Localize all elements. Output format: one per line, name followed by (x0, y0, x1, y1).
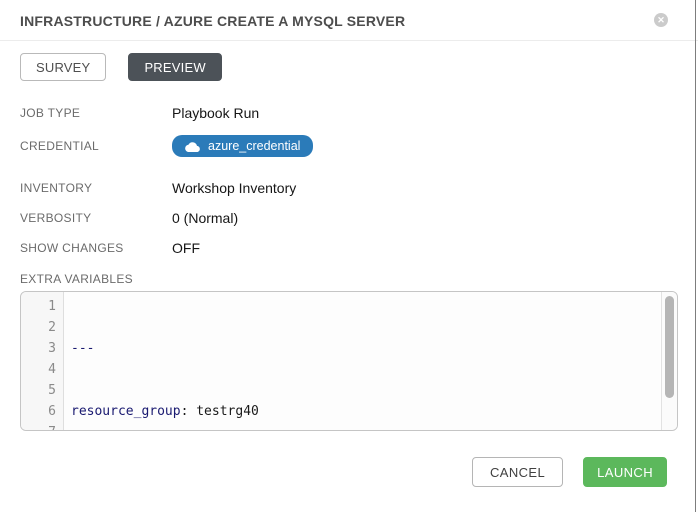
line-number: 7 (21, 422, 56, 430)
row-credential: CREDENTIAL azure_credential (20, 135, 678, 157)
extra-variables-label: EXTRA VARIABLES (20, 272, 133, 286)
window-right-border (695, 0, 696, 512)
row-job-type: JOB TYPE Playbook Run (20, 105, 678, 121)
job-type-label: JOB TYPE (20, 106, 81, 120)
credential-badge: azure_credential (172, 135, 314, 157)
line-number: 4 (48, 362, 56, 377)
line-number: 1 (48, 299, 56, 314)
dialog-footer: CANCEL LAUNCH (20, 457, 678, 487)
editor-scrollbar[interactable] (661, 292, 677, 430)
cloud-icon (185, 141, 200, 152)
job-details: JOB TYPE Playbook Run CREDENTIAL azure_c… (20, 105, 678, 256)
code-line: resource_group: testrg40 (71, 404, 259, 419)
extra-variables-editor[interactable]: 1 2 3 4 5 6 7 --- resource_group: testrg… (20, 291, 678, 431)
credential-label: CREDENTIAL (20, 139, 100, 153)
inventory-value: Workshop Inventory (172, 180, 297, 196)
tab-preview[interactable]: PREVIEW (128, 53, 222, 81)
job-type-value: Playbook Run (172, 105, 260, 121)
row-inventory: INVENTORY Workshop Inventory (20, 180, 678, 196)
row-verbosity: VERBOSITY 0 (Normal) (20, 210, 678, 226)
close-button[interactable]: ✕ (654, 13, 668, 27)
inventory-label: INVENTORY (20, 181, 93, 195)
row-show-changes: SHOW CHANGES OFF (20, 240, 678, 256)
editor-line-numbers: 1 2 3 4 5 6 7 (21, 292, 64, 430)
show-changes-label: SHOW CHANGES (20, 241, 124, 255)
tab-survey[interactable]: SURVEY (20, 53, 107, 81)
credential-badge-label: azure_credential (208, 139, 301, 153)
dialog-header: INFRASTRUCTURE / AZURE CREATE A MYSQL SE… (20, 0, 678, 30)
cancel-button[interactable]: CANCEL (472, 457, 564, 487)
line-number: 5 (48, 383, 56, 398)
editor-scrollbar-thumb[interactable] (665, 296, 674, 398)
show-changes-value: OFF (172, 240, 200, 256)
line-number: 2 (48, 320, 56, 335)
page-title: INFRASTRUCTURE / AZURE CREATE A MYSQL SE… (20, 13, 406, 29)
tab-bar: SURVEY PREVIEW (20, 53, 678, 81)
editor-code[interactable]: --- resource_group: testrg40 location: e… (64, 292, 677, 430)
code-line: --- (71, 341, 95, 356)
close-icon: ✕ (657, 15, 665, 25)
header-divider (0, 40, 698, 41)
verbosity-label: VERBOSITY (20, 211, 92, 225)
line-number: 6 (48, 404, 56, 419)
line-number: 3 (48, 341, 56, 356)
launch-button[interactable]: LAUNCH (583, 457, 667, 487)
verbosity-value: 0 (Normal) (172, 210, 239, 226)
